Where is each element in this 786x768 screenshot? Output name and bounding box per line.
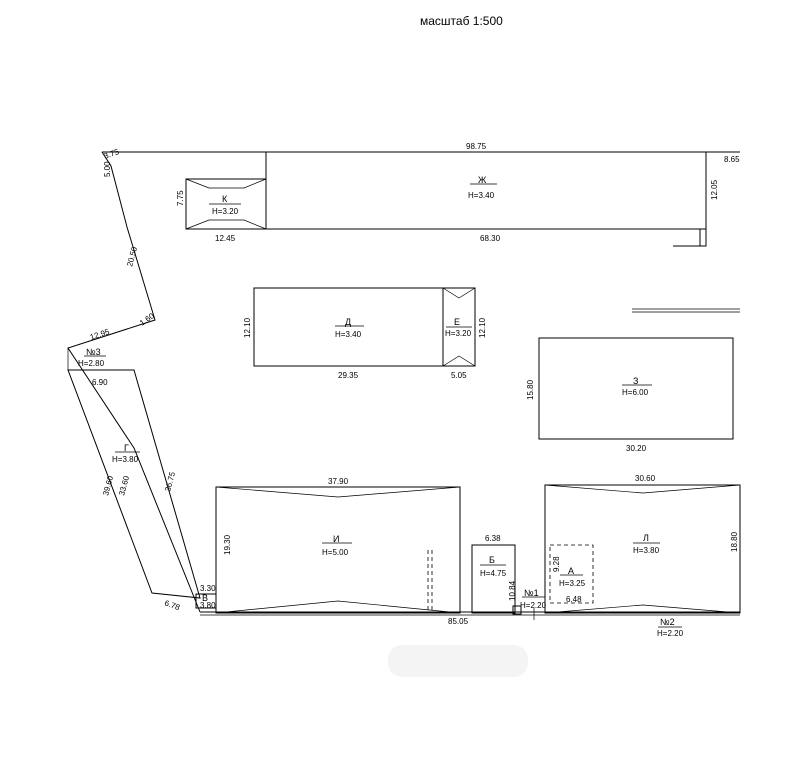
building-k-height: H=3.20 <box>212 207 239 216</box>
building-b: Б H=4.75 <box>471 544 516 614</box>
dim-top: 98.75 <box>466 142 487 151</box>
building-n1: №1 H=2.20 <box>512 588 547 615</box>
dim-left-20: 20.50 <box>125 245 139 267</box>
dim-zh-bottom: 68.30 <box>480 234 501 243</box>
dim-a-bottom: 6.48 <box>566 595 582 604</box>
dim-a-left: 9.28 <box>552 556 561 572</box>
dim-top-right: 8.65 <box>724 155 740 164</box>
building-d-label: Д <box>345 317 351 327</box>
dim-bottom-left: 6.78 <box>163 598 181 612</box>
building-z-label: З <box>633 376 638 386</box>
dim-e-bottom: 5.05 <box>451 371 467 380</box>
building-e: Е H=3.20 <box>442 287 476 367</box>
building-z-height: H=6.00 <box>622 388 649 397</box>
building-zh-height: H=3.40 <box>468 191 495 200</box>
building-i-label: И <box>333 534 339 544</box>
building-l-label: Л <box>643 533 649 543</box>
building-k: К H=3.20 <box>185 178 267 230</box>
building-v-label: В <box>202 593 208 603</box>
building-i: И H=5.00 <box>215 486 461 614</box>
building-n2-height: H=2.20 <box>657 629 684 638</box>
building-n3-height: H=2.80 <box>78 359 105 368</box>
building-g: Г H=3.80 <box>67 369 201 599</box>
dim-d-left: 12.10 <box>243 317 252 338</box>
building-d: Д H=3.40 <box>253 287 444 367</box>
building-a-label: А <box>568 566 574 576</box>
building-n1-height: H=2.20 <box>520 601 547 610</box>
dim-v-top: 3.30 <box>200 584 216 593</box>
dim-g-39: 39.60 <box>101 474 115 496</box>
building-zh: Ж H=3.40 <box>265 151 707 247</box>
dim-d-bottom: 29.35 <box>338 371 359 380</box>
building-n1-label: №1 <box>524 588 539 598</box>
building-n3-label: №3 <box>86 347 101 357</box>
building-a-height: H=3.25 <box>559 579 586 588</box>
dim-l-top: 30.60 <box>635 474 656 483</box>
building-n3: №3 H=2.80 <box>68 347 134 371</box>
building-z: З H=6.00 <box>538 308 740 440</box>
bottom-boundary: №2 H=2.20 <box>200 608 740 638</box>
dim-l-right: 18.80 <box>730 531 739 552</box>
building-i-height: H=5.00 <box>322 548 349 557</box>
dim-e-right: 12.10 <box>478 317 487 338</box>
building-g-label: Г <box>124 443 129 453</box>
dim-g-33: 33.60 <box>117 474 131 496</box>
background-smudge <box>388 645 528 677</box>
scale-title: масштаб 1:500 <box>420 14 503 28</box>
dim-i-top: 37.90 <box>328 477 349 486</box>
dim-b-top: 6.38 <box>485 534 501 543</box>
dim-top-left: 3.75 <box>103 147 121 161</box>
dim-left-12-95: 12.95 <box>89 327 111 342</box>
building-l-height: H=3.80 <box>633 546 660 555</box>
building-e-height: H=3.20 <box>445 329 472 338</box>
dim-zh-right: 12.05 <box>710 179 719 200</box>
building-g-height: H=3.80 <box>112 455 139 464</box>
building-l: Л H=3.80 <box>544 484 741 614</box>
dim-i-left: 19.30 <box>223 534 232 555</box>
building-n2-label: №2 <box>660 617 675 627</box>
dim-k-bottom: 12.45 <box>215 234 236 243</box>
dim-g-36: 36.75 <box>163 470 177 492</box>
building-d-height: H=3.40 <box>335 330 362 339</box>
dim-b-right: 10.84 <box>508 580 517 601</box>
building-k-label: К <box>222 194 228 204</box>
building-b-height: H=4.75 <box>480 569 507 578</box>
dim-left-1-60: 1.60 <box>138 311 156 328</box>
building-b-label: Б <box>489 555 495 565</box>
dim-n3-bottom: 6.90 <box>92 378 108 387</box>
dim-left-5: 5.00 <box>103 161 112 177</box>
building-e-label: Е <box>454 317 460 327</box>
dim-bottom: 85.05 <box>448 617 469 626</box>
dim-k-left: 7.75 <box>176 190 185 206</box>
building-a: А H=3.25 <box>549 544 594 604</box>
dim-z-bottom: 30.20 <box>626 444 647 453</box>
dim-z-left: 15.80 <box>526 379 535 400</box>
dim-v-bottom: 3.80 <box>200 601 216 610</box>
building-zh-label: Ж <box>478 175 487 185</box>
